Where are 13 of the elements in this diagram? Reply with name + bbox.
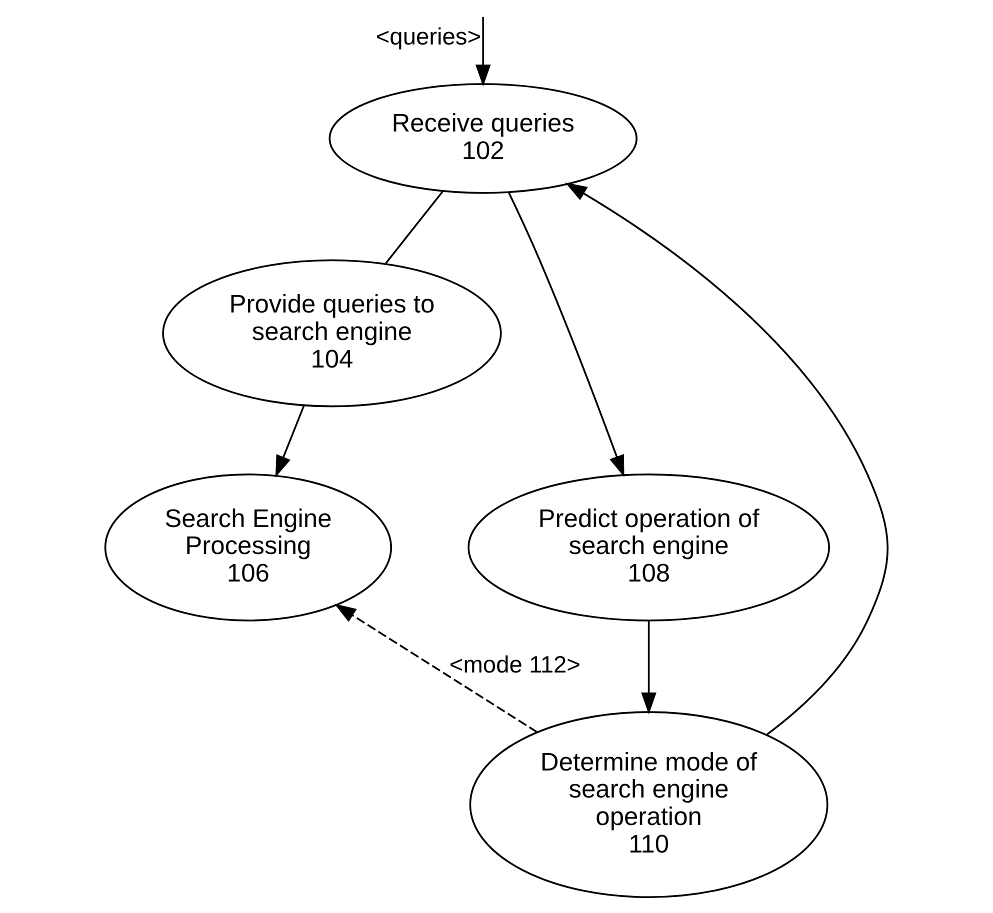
node-ellipse: Provide queries to search engine 104: [162, 259, 502, 408]
edge-label: <queries>: [376, 24, 482, 50]
node-ellipse: Predict operation of search engine 108: [468, 474, 830, 622]
arrow: [334, 604, 538, 733]
arrow: [641, 621, 656, 714]
arrow: [508, 192, 624, 478]
node-ellipse: Receive queries 102: [328, 83, 638, 194]
arrow: [475, 17, 491, 86]
connector: [385, 190, 444, 264]
arrow: [275, 405, 305, 478]
edge-label: <mode 112>: [449, 652, 581, 679]
node-ellipse: Determine mode of search engine operation 110: [469, 711, 828, 898]
arrow: [565, 182, 888, 736]
